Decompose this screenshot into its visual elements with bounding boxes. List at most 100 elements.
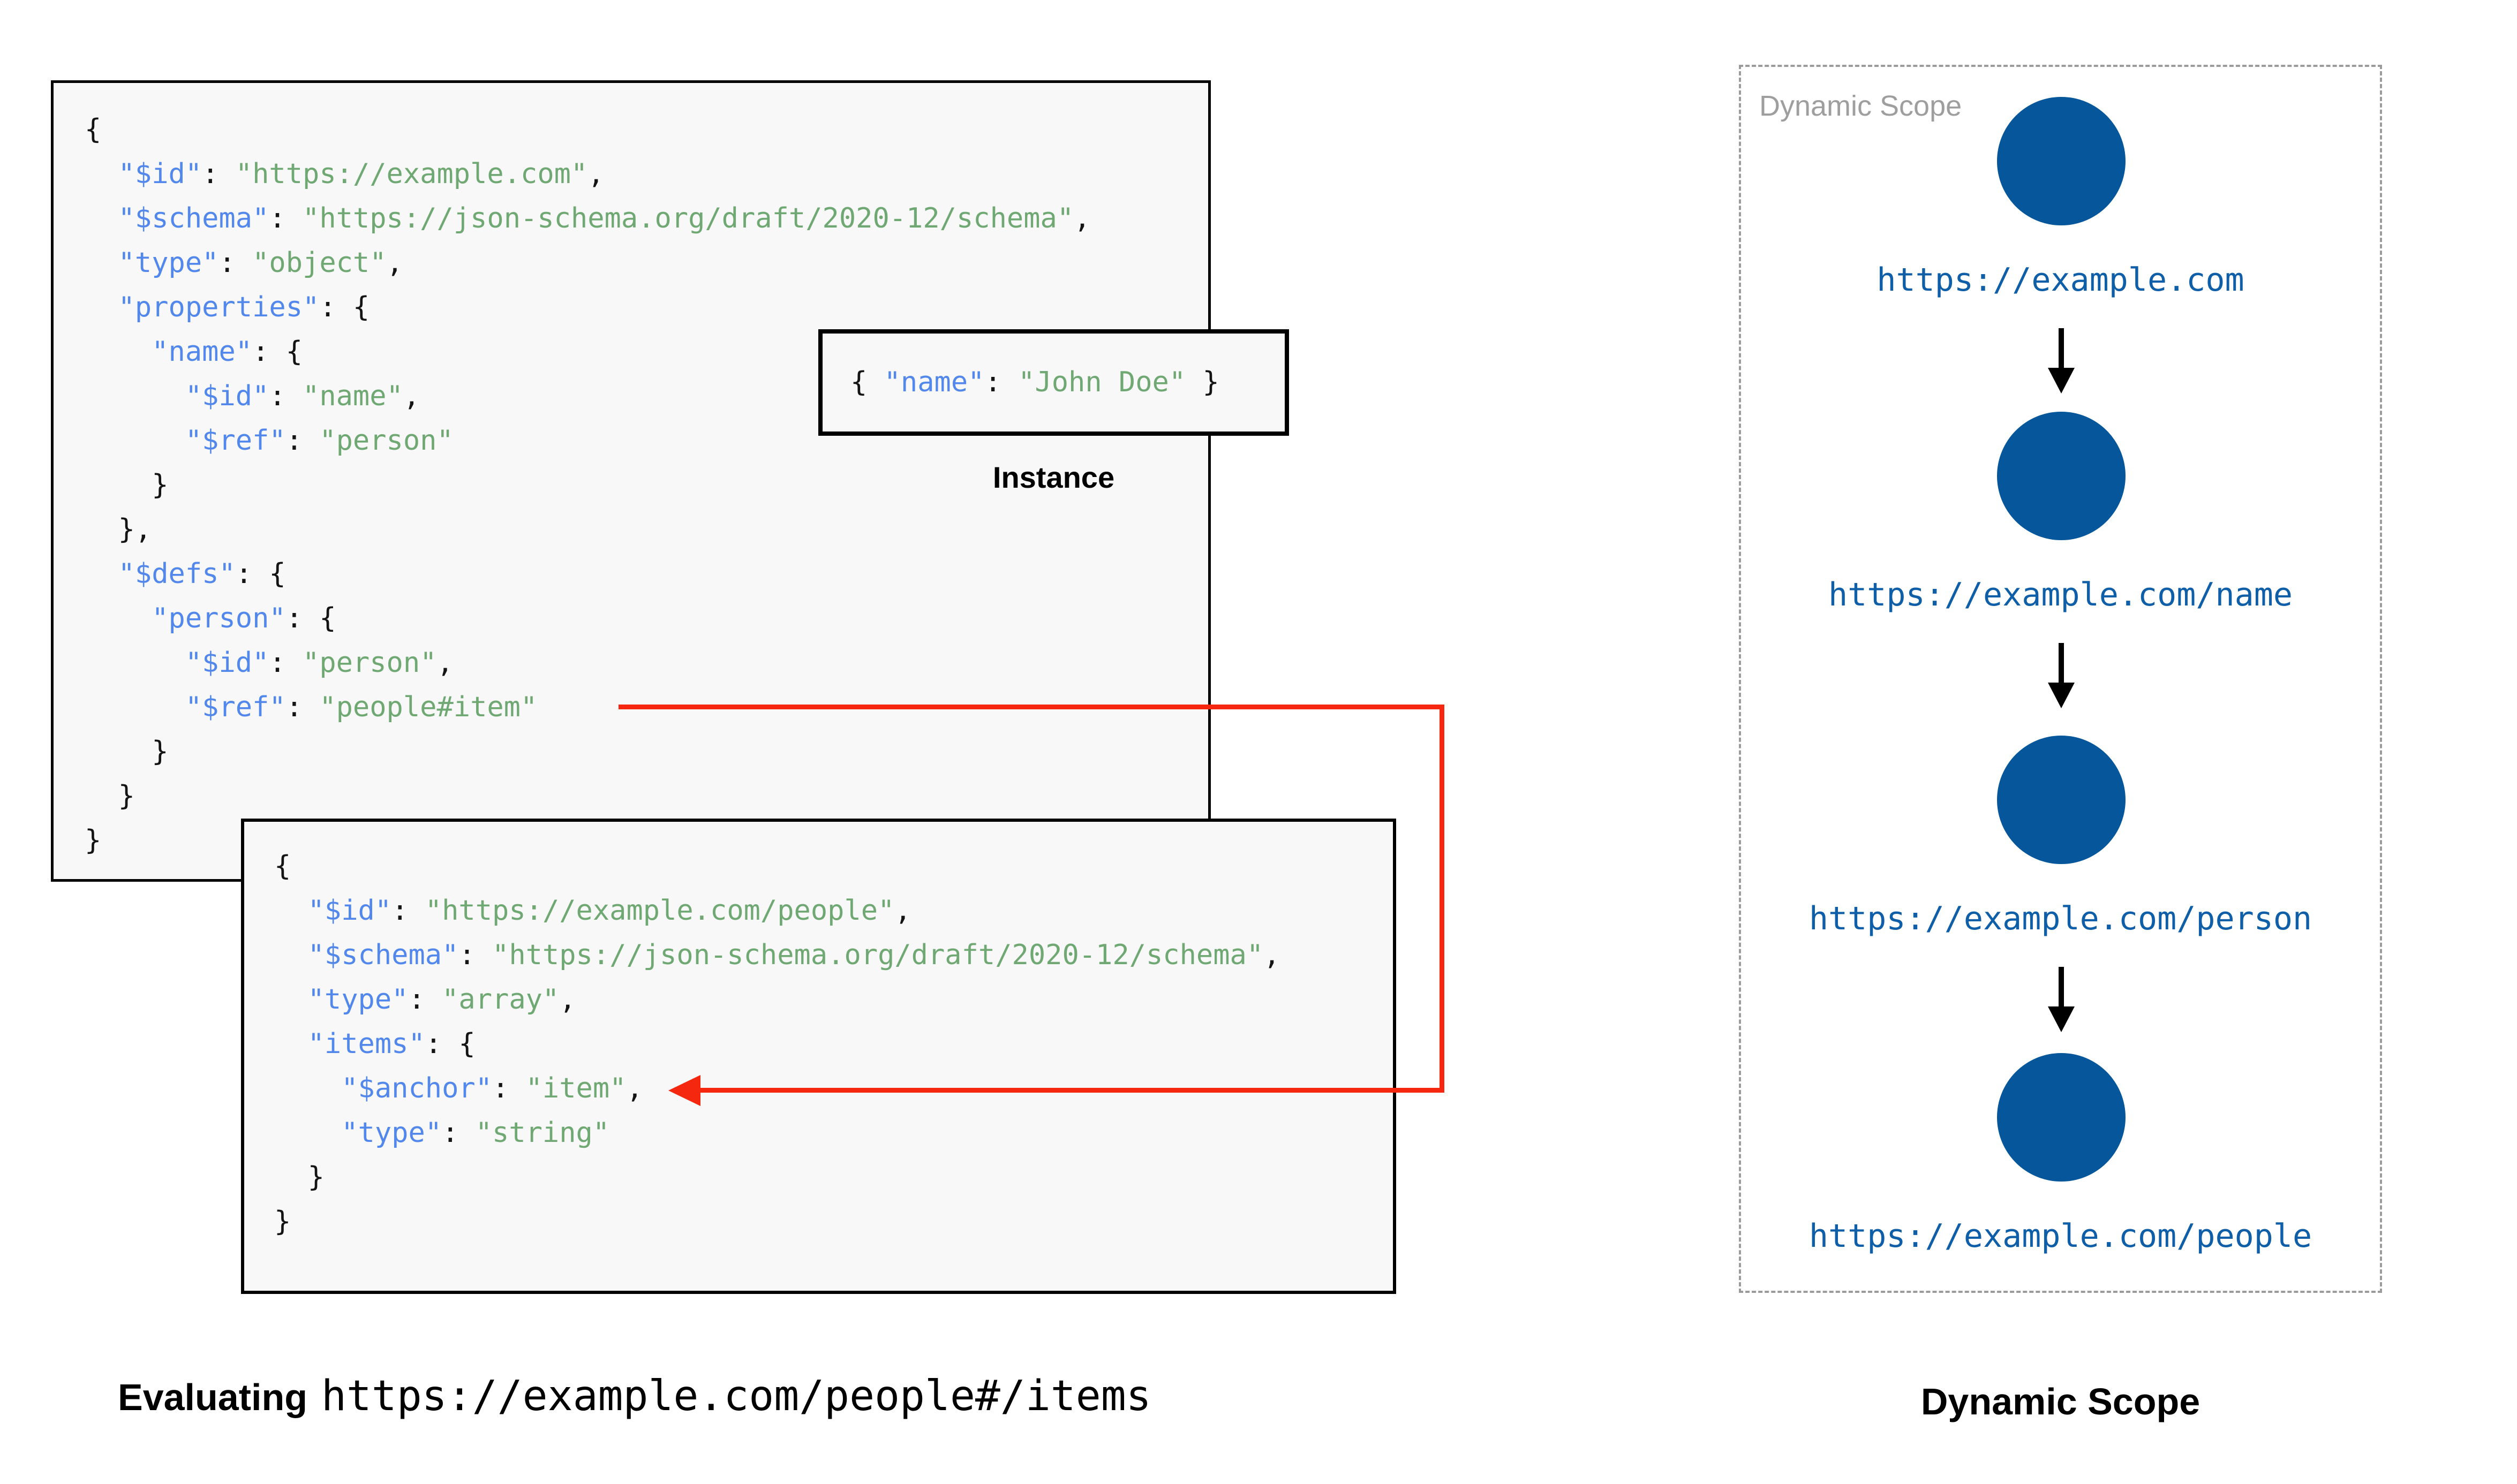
json-string: "object" — [252, 247, 387, 279]
evaluating-label: Evaluating — [118, 1376, 307, 1418]
json-punctuation — [85, 691, 185, 723]
json-punctuation: , — [386, 247, 403, 279]
json-punctuation: , — [403, 380, 420, 412]
json-punctuation: } — [1186, 366, 1219, 398]
scope-down-arrowhead-icon — [2048, 1006, 2075, 1032]
code-line: "$schema": "https://json-schema.org/draf… — [85, 196, 1208, 241]
code-line: "name": { — [85, 330, 1208, 374]
json-punctuation: : — [269, 202, 303, 234]
json-punctuation: , — [894, 895, 911, 927]
code-line: } — [85, 730, 1208, 774]
json-punctuation: : { — [252, 336, 303, 368]
json-string: "https://json-schema.org/draft/2020-12/s… — [303, 202, 1074, 234]
code-line: "$schema": "https://json-schema.org/draf… — [274, 933, 1393, 978]
json-key: "$ref" — [185, 691, 286, 723]
json-punctuation — [274, 895, 308, 927]
scope-node-uri: https://example.com/people — [1808, 1217, 2312, 1255]
code-line: "$id": "https://example.com/people", — [274, 889, 1393, 933]
json-punctuation: : — [492, 1072, 526, 1104]
json-punctuation: : { — [425, 1028, 476, 1060]
json-punctuation: , — [1263, 939, 1280, 971]
code-line: { — [85, 108, 1208, 152]
json-punctuation: : — [285, 425, 320, 457]
code-line: "$anchor": "item", — [274, 1066, 1393, 1111]
code-line: "items": { — [274, 1022, 1393, 1066]
json-string: "https://example.com/people" — [425, 895, 895, 927]
json-punctuation: : { — [319, 291, 370, 323]
dynamic-scope-caption: Dynamic Scope — [1920, 1381, 2201, 1422]
json-key: "type" — [341, 1117, 442, 1149]
json-key: "type" — [307, 983, 409, 1016]
ref-arrow-segment — [1440, 705, 1444, 1093]
json-key: "$id" — [118, 158, 202, 190]
json-punctuation — [85, 602, 152, 634]
scope-node-uri: https://example.com/name — [1828, 576, 2293, 614]
scope-down-arrow-icon — [2059, 643, 2064, 683]
json-punctuation — [85, 247, 118, 279]
json-string: "https://json-schema.org/draft/2020-12/s… — [492, 939, 1264, 971]
json-punctuation: { — [274, 850, 291, 882]
instance-box: { "name": "John Doe" } — [818, 329, 1289, 436]
code-line: "$id": "https://example.com", — [85, 152, 1208, 196]
json-key: "$ref" — [185, 425, 286, 457]
json-punctuation: : — [984, 366, 1019, 398]
code-line: "type": "object", — [85, 241, 1208, 285]
scope-down-arrow-icon — [2059, 967, 2064, 1006]
json-key: "$schema" — [118, 202, 269, 234]
evaluating-caption: Evaluating https://example.com/people#/i… — [118, 1372, 1151, 1422]
evaluating-uri: https://example.com/people#/items — [321, 1372, 1151, 1420]
json-punctuation — [85, 425, 185, 457]
json-punctuation — [85, 291, 118, 323]
ref-arrow-segment — [699, 1088, 1444, 1093]
json-punctuation — [274, 1117, 341, 1149]
json-punctuation: } — [85, 469, 169, 501]
code-line: } — [274, 1155, 1393, 1200]
json-punctuation: : { — [285, 602, 336, 634]
json-punctuation — [274, 1028, 308, 1060]
json-punctuation: : — [285, 691, 320, 723]
instance-label: Instance — [992, 460, 1115, 494]
code-line: "properties": { — [85, 285, 1208, 330]
json-punctuation — [85, 647, 185, 679]
scope-node-uri: https://example.com — [1877, 261, 2244, 299]
json-string: "person" — [303, 647, 437, 679]
json-string: "John Doe" — [1018, 366, 1186, 398]
code-line: "person": { — [85, 596, 1208, 641]
json-punctuation — [85, 158, 118, 190]
json-punctuation — [85, 336, 152, 368]
json-punctuation: } — [85, 780, 135, 812]
json-punctuation: { — [850, 366, 884, 398]
json-string: "array" — [442, 983, 560, 1016]
json-punctuation: , — [587, 158, 605, 190]
code-line: { — [274, 844, 1393, 889]
json-punctuation — [274, 983, 308, 1016]
json-string: "https://example.com" — [235, 158, 588, 190]
schema-people-box: { "$id": "https://example.com/people", "… — [241, 819, 1396, 1294]
json-string: "people#item" — [319, 691, 538, 723]
json-punctuation: , — [1074, 202, 1091, 234]
scope-node-circle — [1997, 97, 2126, 225]
code-line: "$id": "person", — [85, 641, 1208, 685]
json-punctuation: } — [85, 736, 169, 768]
json-string: "item" — [525, 1072, 627, 1104]
code-line: "$defs": { — [85, 552, 1208, 596]
scope-down-arrowhead-icon — [2048, 683, 2075, 708]
scope-down-arrow-icon — [2059, 328, 2064, 368]
json-punctuation: : — [391, 895, 425, 927]
code-line: }, — [85, 508, 1208, 552]
json-key: "properties" — [118, 291, 320, 323]
json-punctuation: } — [85, 824, 102, 857]
json-key: "type" — [118, 247, 219, 279]
json-punctuation: , — [626, 1072, 643, 1104]
code-line: "type": "string" — [274, 1111, 1393, 1155]
json-punctuation: } — [274, 1161, 325, 1193]
json-punctuation — [85, 380, 185, 412]
dynamic-scope-panel-title: Dynamic Scope — [1759, 90, 1962, 122]
json-key: "$defs" — [118, 558, 236, 590]
json-punctuation — [274, 1072, 341, 1104]
code-line: "type": "array", — [274, 978, 1393, 1022]
json-punctuation: : { — [235, 558, 286, 590]
json-punctuation: } — [274, 1206, 291, 1238]
json-key: "$id" — [185, 647, 269, 679]
